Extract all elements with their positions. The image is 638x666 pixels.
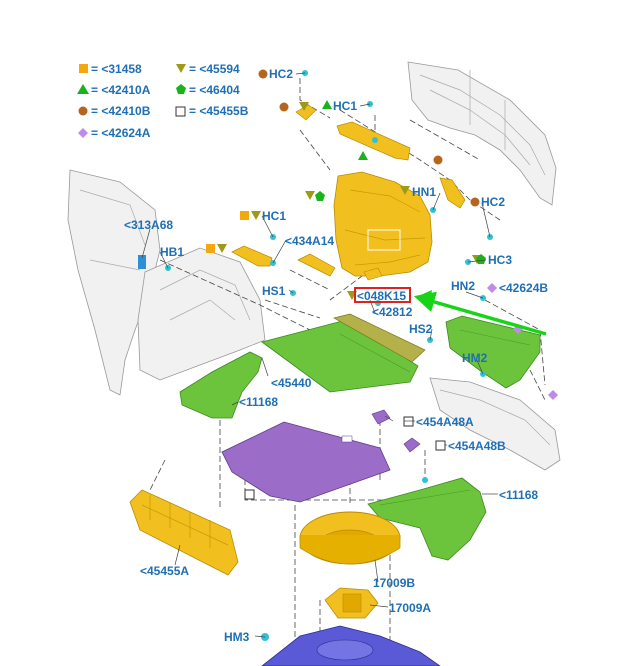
square-open-icon (244, 489, 255, 500)
pentagon-green-icon (315, 191, 325, 201)
label-hs1: HS1 (262, 284, 286, 298)
label-048k15: <048K15 (357, 289, 406, 303)
circle-brown-icon (433, 155, 443, 165)
triangle-olive-icon (176, 64, 186, 73)
side-trim-lower-right (367, 477, 487, 561)
legend-text-42624a: = <42624A (91, 126, 151, 140)
label-17009b: 17009B (373, 576, 415, 590)
scuff-plate (129, 489, 239, 576)
label-454a48a: <454A48A (416, 415, 474, 429)
triangle-olive-icon (400, 186, 410, 195)
part-labels: HC2 HC1 HN1 HC2 HC3 <313A68 HB1 HC1 <434… (124, 67, 548, 644)
label-hs2: HS2 (409, 322, 433, 336)
quarter-panel-left (137, 247, 266, 381)
label-42624b: <42624B (499, 281, 548, 295)
circle-brown-icon (470, 197, 480, 207)
square-orange-icon (206, 244, 215, 253)
triangle-olive-icon (305, 191, 315, 200)
square-open-icon (403, 416, 414, 427)
label-hc1-top: HC1 (333, 99, 357, 113)
trim-clip-part (363, 267, 383, 281)
label-17009a: 17009A (389, 601, 431, 615)
highlight-arrow (413, 291, 547, 336)
label-leaders (141, 72, 498, 638)
label-hm2: HM2 (462, 351, 488, 365)
trim-bracket-mid (297, 253, 336, 277)
label-hc2-right: HC2 (481, 195, 505, 209)
spare-tray (299, 511, 401, 565)
load-cover-green (261, 319, 419, 393)
circle-brown-icon (258, 69, 268, 79)
label-hm3: HM3 (224, 630, 250, 644)
pillar-trim-strip (439, 177, 466, 209)
legend-text-46404: = <46404 (189, 83, 240, 97)
callout-symbols (206, 69, 558, 500)
triangle-olive-icon (217, 244, 227, 253)
label-hc3: HC3 (488, 253, 512, 267)
label-454a48b: <454A48B (448, 439, 506, 453)
pentagon-green-icon (176, 84, 186, 94)
square-orange-icon (240, 211, 249, 220)
label-11168-left: <11168 (239, 395, 278, 409)
legend-text-45594: = <45594 (189, 62, 240, 76)
square-open-icon (175, 106, 186, 117)
label-11168-right: <11168 (499, 488, 538, 502)
label-45455a: <45455A (140, 564, 189, 578)
triangle-green-icon (358, 151, 368, 160)
arrow-head (416, 290, 432, 307)
label-313a68: <313A68 (124, 218, 173, 232)
pentagon-green-icon (476, 254, 486, 264)
label-hc2-top: HC2 (269, 67, 293, 81)
label-434a14: <434A14 (285, 234, 334, 248)
diamond-purple-icon (548, 390, 558, 400)
small-bracket-purple-b (403, 437, 421, 453)
circle-brown-icon (279, 102, 289, 112)
quarter-trim-upper (333, 171, 433, 277)
small-bracket-purple-a (371, 409, 391, 425)
label-42812: <42812 (372, 305, 413, 319)
label-hc1-left: HC1 (262, 209, 286, 223)
triangle-olive-icon (251, 211, 261, 220)
diamond-purple-icon (487, 283, 497, 293)
jack-assembly (324, 587, 379, 619)
label-hn2: HN2 (451, 279, 475, 293)
body-outline-right (407, 61, 557, 206)
legend: = <31458 = <45594 = <42410A = <46404 = <… (77, 62, 249, 140)
triangle-green-icon (77, 84, 89, 94)
label-hn1: HN1 (412, 185, 436, 199)
square-orange-icon (79, 64, 88, 73)
legend-text-31458: = <31458 (91, 62, 142, 76)
body-outline-left (67, 169, 161, 396)
square-open-icon (435, 440, 446, 451)
label-hb1: HB1 (160, 245, 184, 259)
legend-text-45455b: = <45455B (189, 104, 249, 118)
legend-text-42410b: = <42410B (91, 104, 151, 118)
lower-rail-right (429, 377, 561, 471)
diamond-purple-icon (78, 128, 88, 138)
side-cover-left (179, 351, 263, 419)
triangle-olive-icon (299, 102, 309, 111)
circle-brown-icon (78, 106, 88, 116)
highlight-box (354, 287, 411, 303)
sill-panel-right (445, 315, 541, 389)
label-45440: <45440 (271, 376, 312, 390)
legend-text-42410a: = <42410A (91, 83, 151, 97)
cover-rod (333, 313, 426, 363)
triangle-green-icon (322, 100, 332, 109)
